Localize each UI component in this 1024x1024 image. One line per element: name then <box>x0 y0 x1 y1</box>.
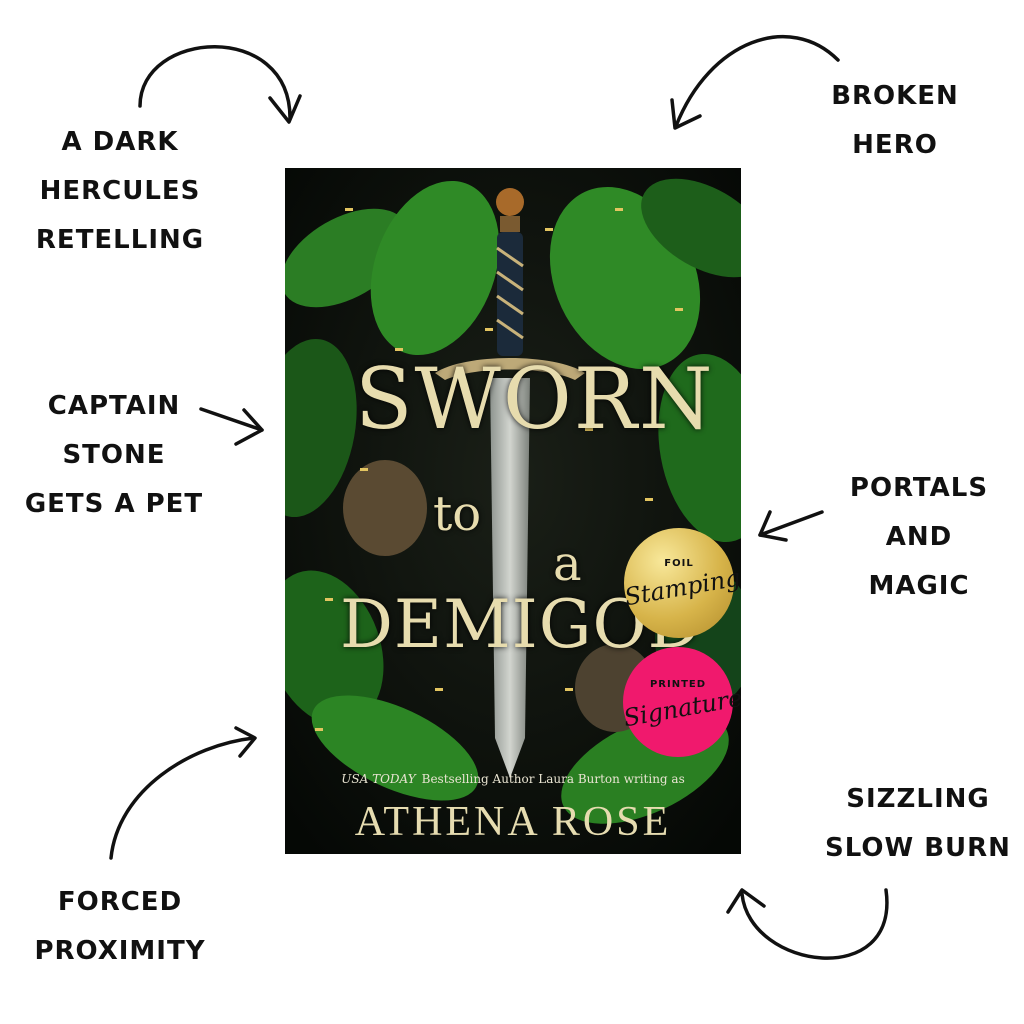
title-to: to <box>433 486 482 542</box>
skull-left <box>343 460 427 556</box>
foil-stamping-badge: FOIL Stamping <box>622 528 741 638</box>
trope-dark-hercules: A DARK HERCULES RETELLING <box>30 118 210 265</box>
trope-line: MAGIC <box>868 571 970 601</box>
byline: USA TODAY Bestselling Author Laura Burton… <box>285 772 741 786</box>
trope-line: HERO <box>852 130 938 160</box>
trope-line: CAPTAIN <box>47 391 181 421</box>
trope-line: STONE <box>62 440 166 470</box>
trope-line: GETS A PET <box>24 489 204 519</box>
trope-captain-stone: CAPTAIN STONE GETS A PET <box>24 382 204 529</box>
curved-arrow-icon-top-right <box>670 34 840 130</box>
trope-line: PROXIMITY <box>34 936 206 966</box>
title-sworn: SWORN <box>355 350 715 448</box>
title-a: a <box>553 536 582 592</box>
printed-signature-badge: PRINTED Signature <box>621 647 741 757</box>
trope-line: FORCED <box>57 887 183 917</box>
trope-portals-magic: PORTALS AND MAGIC <box>836 464 1002 611</box>
trope-slow-burn: SIZZLING SLOW BURN <box>820 775 1016 873</box>
byline-usa-today: USA TODAY <box>341 772 416 786</box>
trope-broken-hero: BROKEN HERO <box>820 72 970 170</box>
trope-line: BROKEN <box>831 81 959 111</box>
byline-text: Bestselling Author Laura Burton writing … <box>421 772 685 786</box>
trope-line: SIZZLING <box>846 784 990 814</box>
dagger <box>435 188 585 778</box>
trope-forced-proximity: FORCED PROXIMITY <box>30 878 210 976</box>
badge-script-text: Stamping <box>622 563 741 612</box>
sparkles <box>315 208 703 751</box>
trope-line: A DARK <box>61 127 179 157</box>
straight-arrow-icon-mid-right <box>758 510 824 542</box>
trope-line: SLOW BURN <box>825 833 1011 863</box>
badge-small-text: FOIL <box>664 558 694 569</box>
trope-line: AND <box>885 522 953 552</box>
trope-line: HERCULES <box>39 176 201 206</box>
badge-script-text: Signature <box>621 683 741 733</box>
straight-arrow-icon-mid-left <box>199 407 264 446</box>
curved-arrow-icon-top-left <box>138 45 302 124</box>
trope-line: RETELLING <box>35 225 205 255</box>
trope-line: PORTALS <box>849 473 989 503</box>
curved-arrow-icon-bottom-left <box>109 726 257 860</box>
badge-small-text: PRINTED <box>649 679 707 690</box>
curved-arrow-icon-bottom-right <box>726 888 889 960</box>
author-name: ATHENA ROSE <box>354 799 672 845</box>
